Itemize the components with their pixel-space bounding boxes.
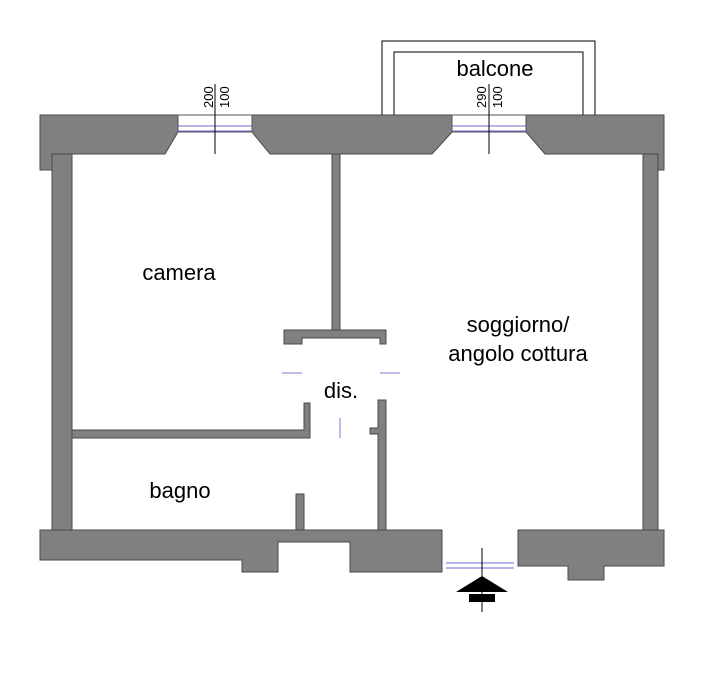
- soggiorno-window: [451, 84, 527, 154]
- label-soggiorno-line1: soggiorno/: [467, 312, 571, 337]
- wall-bagno-stub: [295, 493, 305, 531]
- bottom-wall-right: [517, 529, 665, 581]
- wall-disimpegno-right: [369, 399, 387, 531]
- left-outer-wall: [51, 153, 73, 531]
- label-balcone: balcone: [456, 56, 533, 81]
- entrance-arrow-icon: [456, 576, 508, 602]
- partition-t-end: [283, 329, 387, 345]
- soggiorno-window-width: 100: [490, 86, 505, 108]
- wall-camera-bagno: [71, 402, 311, 439]
- camera-window: [177, 84, 253, 154]
- door-swing-marks: [282, 372, 400, 438]
- camera-window-height: 200: [201, 86, 216, 108]
- top-wall-middle: [251, 114, 453, 155]
- camera-window-width: 100: [217, 86, 232, 108]
- label-bagno: bagno: [149, 478, 210, 503]
- label-camera: camera: [142, 260, 216, 285]
- partition-camera-soggiorno: [331, 153, 341, 331]
- bottom-wall-left: [39, 529, 443, 573]
- label-dis: dis.: [324, 378, 358, 403]
- soggiorno-window-height: 290: [474, 86, 489, 108]
- right-outer-wall: [642, 153, 659, 531]
- label-soggiorno-line2: angolo cottura: [448, 341, 588, 366]
